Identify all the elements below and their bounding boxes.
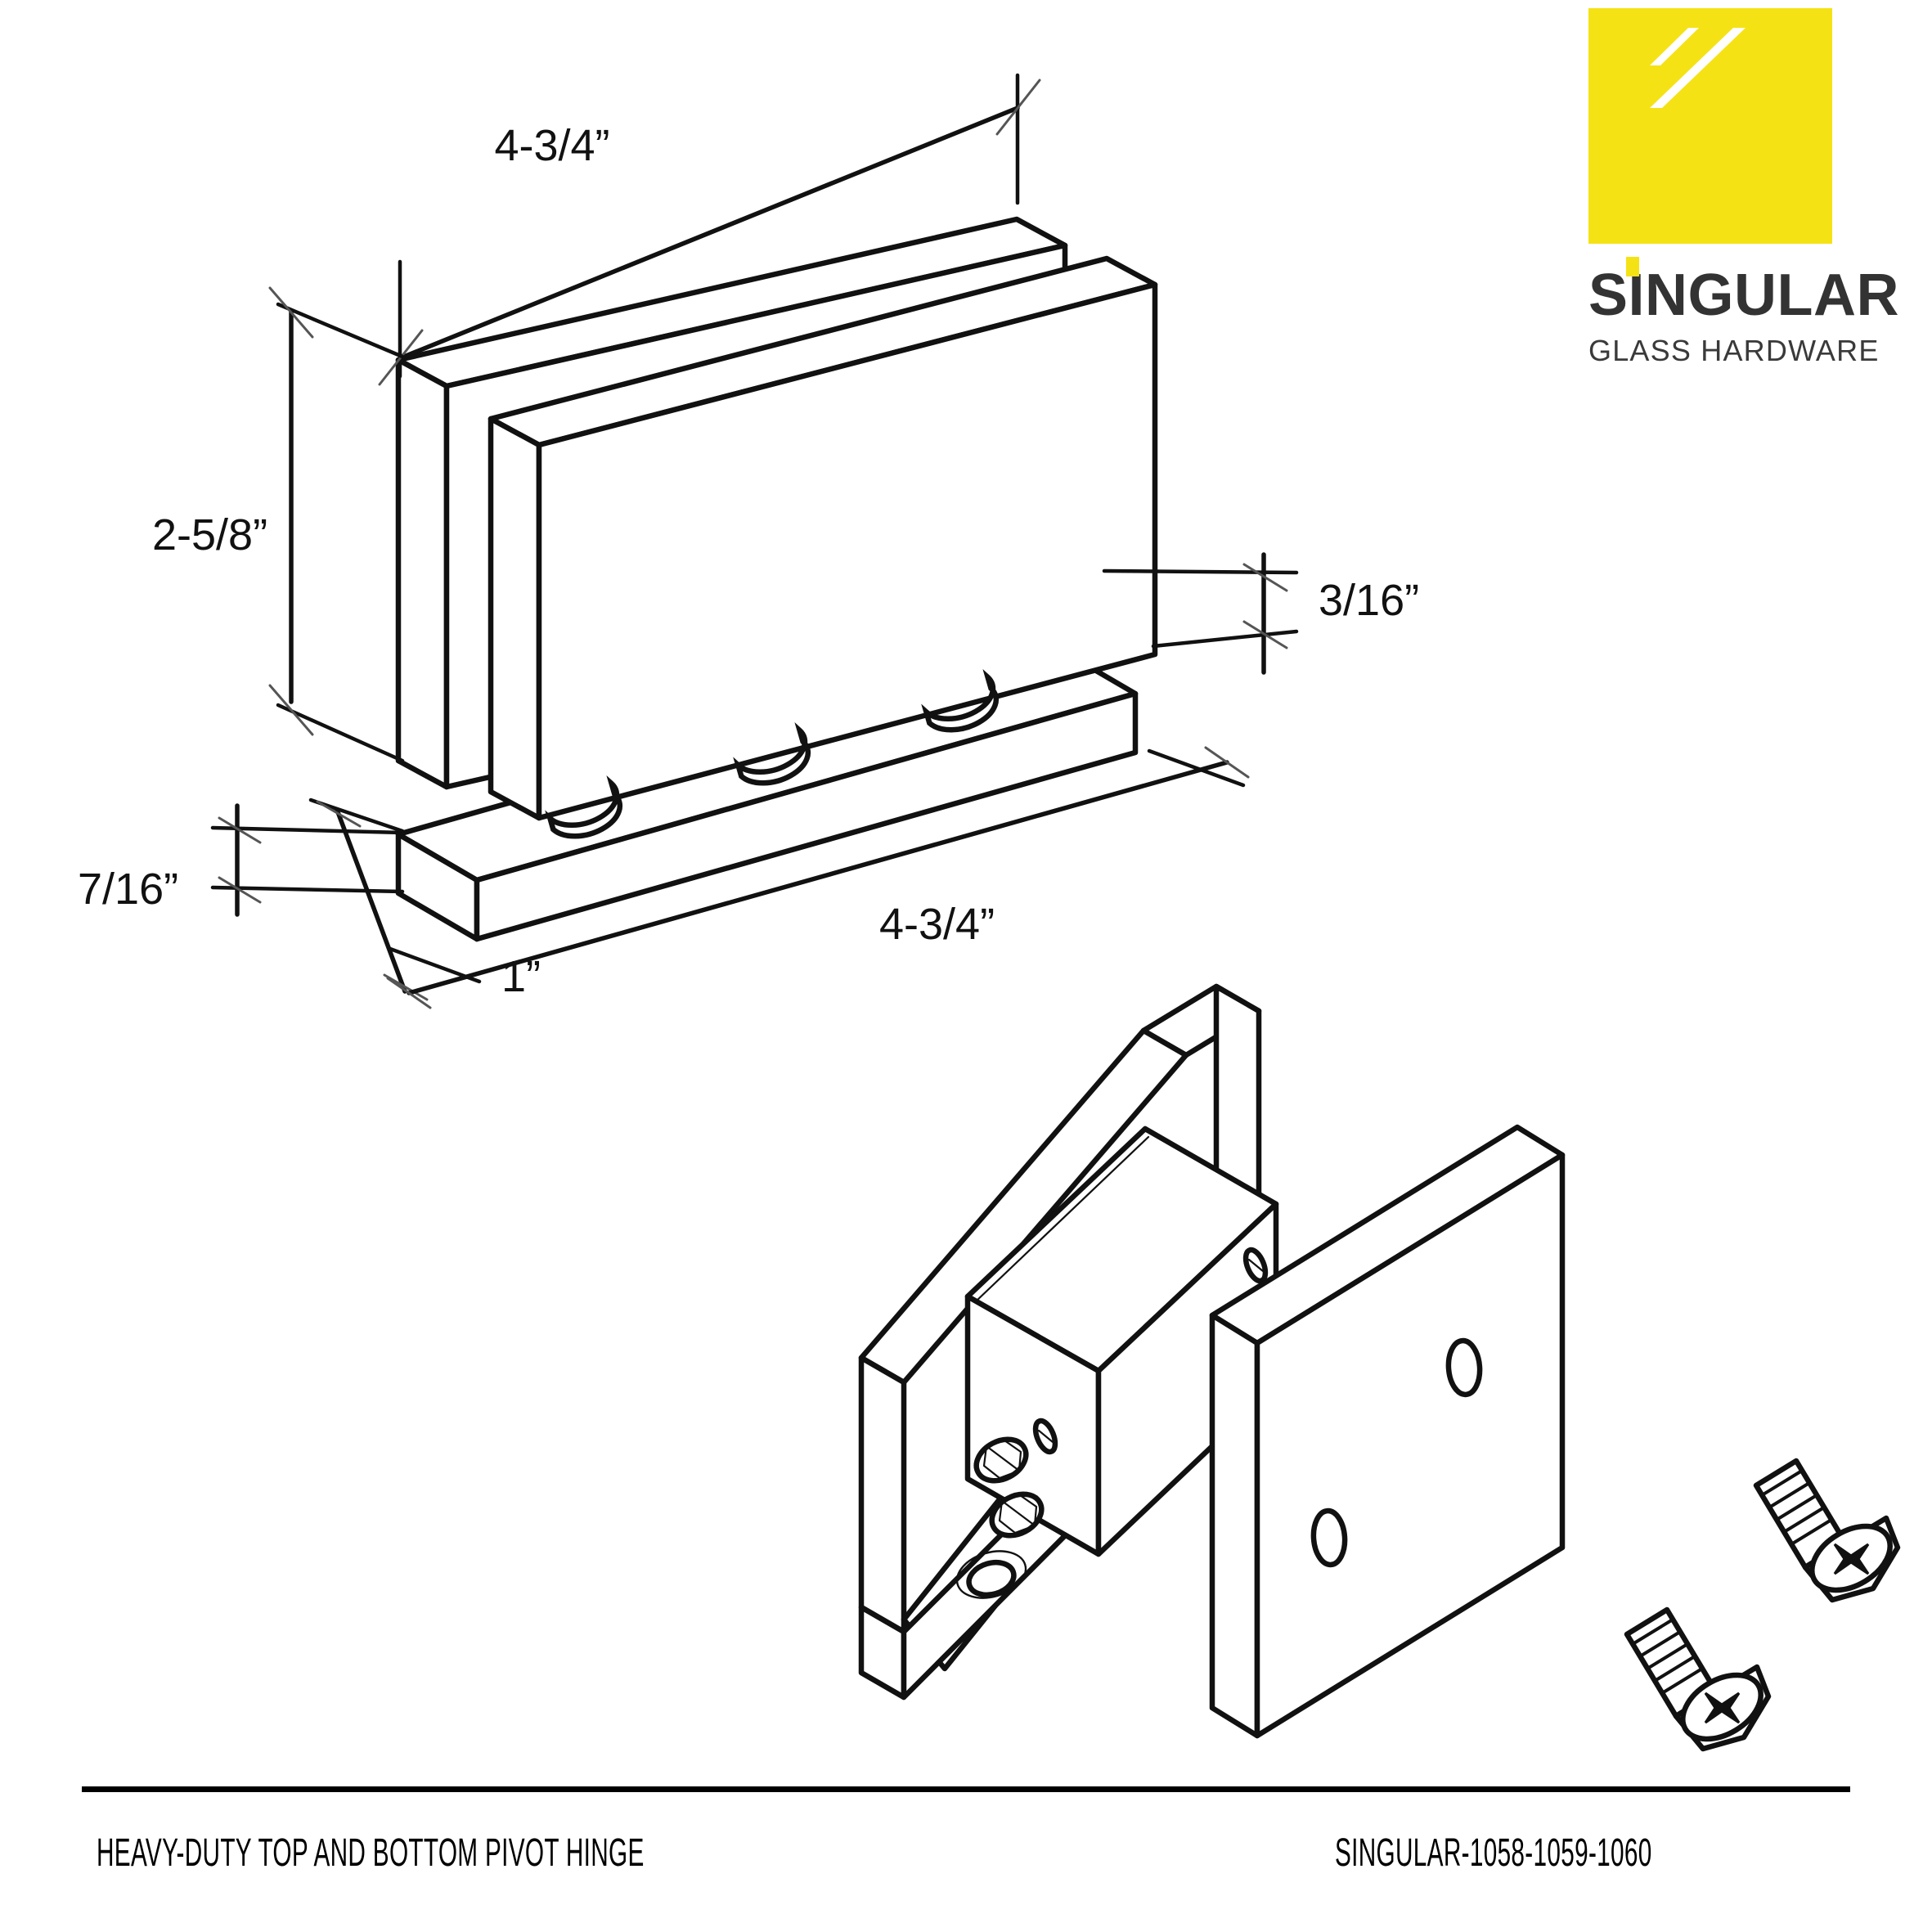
body-slot-screw-lower xyxy=(1032,1418,1058,1455)
hinge-body-block xyxy=(964,1126,1279,1557)
part-number: SINGULAR-1058-1059-1060 xyxy=(1335,1831,1652,1875)
footer-divider xyxy=(82,1786,1850,1792)
cover-plate-hole-upper xyxy=(1445,1337,1483,1398)
dimension-base-width xyxy=(386,746,1250,1009)
brand-logo: SINGULAR GLASS HARDWARE xyxy=(1588,8,1899,367)
flat-head-screw-upper xyxy=(1753,1458,1901,1603)
pivot-pin-hole xyxy=(955,1550,1027,1599)
logo-wordmark: SINGULAR xyxy=(1588,257,1899,328)
cover-plate-hole-lower xyxy=(1310,1507,1348,1568)
glass-pane-reflection-mark xyxy=(1588,8,1832,244)
body-slot-screw-upper xyxy=(1242,1247,1269,1284)
exploded-isometric-view xyxy=(858,983,1901,1752)
drawing-title: HEAVY-DUTY TOP AND BOTTOM PIVOT HINGE xyxy=(97,1831,645,1875)
dim-label-base-depth: 1” xyxy=(501,952,541,1001)
base-fastener-holes xyxy=(545,668,1000,839)
dim-label-plate-height: 2-5/8” xyxy=(152,510,267,559)
dimension-base-height xyxy=(210,803,405,917)
logo-subtitle: GLASS HARDWARE xyxy=(1588,334,1880,367)
dim-label-top-width: 4-3/4” xyxy=(494,121,609,170)
hex-set-screw-lower xyxy=(989,1491,1045,1539)
front-cover-plate xyxy=(487,255,1158,821)
logo-wordmark-text: SINGULAR xyxy=(1588,263,1899,328)
dimension-plate-height xyxy=(268,286,405,763)
dimension-plate-thickness xyxy=(1102,552,1299,675)
dim-label-base-width: 4-3/4” xyxy=(879,900,995,949)
hex-set-screw-upper xyxy=(973,1436,1029,1484)
cover-plate xyxy=(1209,1124,1566,1739)
logo-i-tittle xyxy=(1626,257,1639,276)
dim-label-plate-thickness: 3/16” xyxy=(1319,576,1419,625)
flat-head-screw-lower xyxy=(1624,1606,1772,1752)
dim-label-base-height: 7/16” xyxy=(78,865,178,914)
assembled-isometric-view: 4-3/4” 2-5/8” 3/16” 7/16” 1” 4-3/4” xyxy=(78,73,1419,1009)
